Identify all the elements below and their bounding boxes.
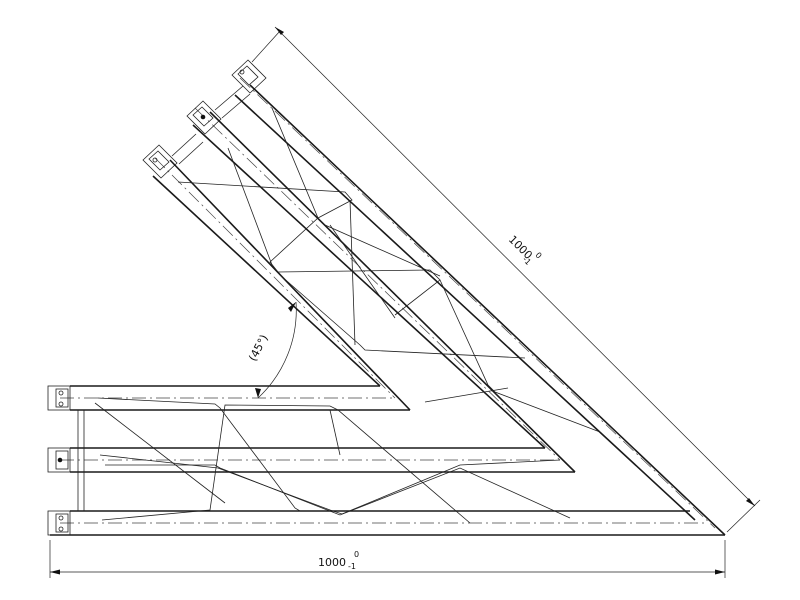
horizontal-middle-chord: [60, 447, 575, 473]
angle-dimension-label: (45°): [246, 332, 271, 363]
horizontal-top-chord: [60, 385, 410, 411]
horizontal-lacing-front: [94, 397, 571, 524]
horizontal-dimension-lower-tolerance: -1: [348, 562, 356, 571]
diagonal-end-couplers: [142, 59, 267, 179]
diagonal-lacing: [177, 107, 601, 433]
horizontal-end-couplers: [47, 385, 71, 536]
diagonal-truss: [142, 59, 726, 536]
horizontal-dimension-upper-tolerance: 0: [354, 550, 359, 559]
horizontal-dimension-value: 1000: [318, 556, 346, 569]
horizontal-truss: [47, 385, 725, 536]
horizontal-dimension: 1000 0 -1: [49, 540, 726, 578]
diagonal-inner-chord: [152, 157, 411, 411]
angle-dimension: (45°): [246, 301, 297, 399]
diagonal-outer-chord: [234, 77, 726, 536]
diagonal-dimension-upper-tolerance: 0: [533, 251, 543, 261]
diagonal-dimension: 1000 0 -1: [251, 26, 761, 533]
diagonal-middle-chord: [192, 107, 576, 473]
horizontal-bottom-chord: [50, 510, 725, 536]
